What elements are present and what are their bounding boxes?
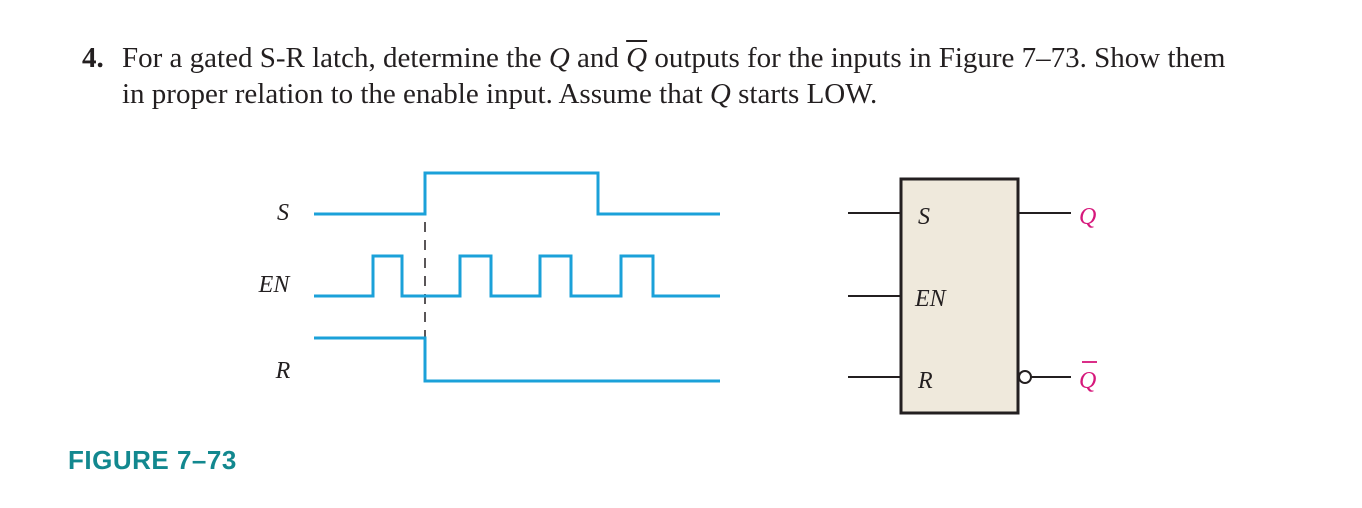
- latch-block: [899, 177, 1020, 415]
- latch-pin-r: R: [917, 368, 933, 394]
- problem-text-1b: and: [577, 42, 619, 74]
- q-symbol-2: Q: [709, 78, 731, 110]
- problem-text-2a: in proper relation to the enable input. …: [122, 78, 703, 110]
- q-symbol: Q: [548, 42, 570, 74]
- problem-number: 4.: [82, 42, 104, 74]
- qbar-symbol: Q: [626, 42, 648, 74]
- problem-text-2b: starts LOW.: [738, 78, 878, 110]
- figure-caption: FIGURE 7–73: [68, 445, 237, 475]
- qbar-output-label: Q: [1079, 368, 1096, 394]
- problem-line-2: in proper relation to the enable input. …: [82, 76, 1332, 112]
- problem-text-1c: outputs for the inputs in Figure 7–73. S…: [654, 42, 1226, 74]
- s-waveform: [314, 171, 720, 216]
- en-waveform-label: EN: [258, 272, 292, 298]
- inversion-bubble-icon: [1018, 370, 1032, 384]
- q-output-label: Q: [1079, 204, 1096, 230]
- latch-pin-en: EN: [914, 286, 948, 312]
- problem-statement: 4. For a gated S-R latch, determine the Q…: [82, 40, 1332, 112]
- latch-pin-s: S: [918, 204, 930, 230]
- r-waveform: [314, 336, 720, 383]
- s-waveform-label: S: [277, 200, 289, 226]
- problem-text-1a: For a gated S-R latch, determine the: [122, 42, 542, 74]
- en-waveform: [314, 254, 720, 298]
- r-waveform-label: R: [275, 358, 291, 384]
